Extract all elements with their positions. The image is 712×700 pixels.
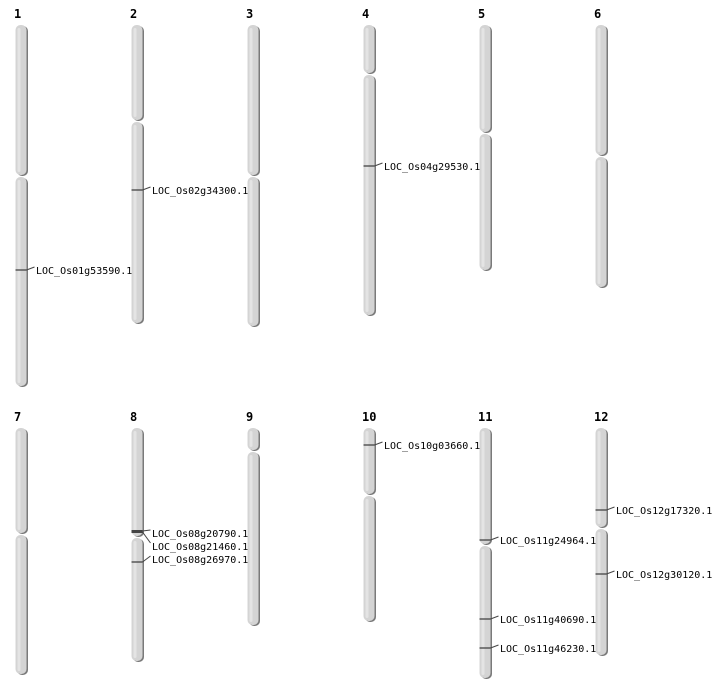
gene-label: LOC_Os11g46230.1 bbox=[500, 644, 596, 655]
chromosome-number: 3 bbox=[246, 7, 253, 21]
arm-highlight bbox=[17, 538, 21, 671]
arm-highlight bbox=[133, 541, 137, 658]
arm-highlight bbox=[365, 431, 369, 491]
gene-label: LOC_Os01g53590.1 bbox=[36, 266, 132, 277]
gene-label: LOC_Os08g26970.1 bbox=[152, 555, 248, 566]
arm-highlight bbox=[133, 431, 137, 533]
chromosome-6: 6 bbox=[594, 7, 608, 288]
chromosome-number: 11 bbox=[478, 410, 492, 424]
q-arm bbox=[363, 496, 375, 621]
chromosome-number: 4 bbox=[362, 7, 369, 21]
arm-highlight bbox=[249, 180, 253, 323]
chromosome-number: 8 bbox=[130, 410, 137, 424]
chromosome-number: 7 bbox=[14, 410, 21, 424]
p-arm bbox=[15, 25, 27, 175]
arm-highlight bbox=[249, 455, 253, 622]
gene-label: LOC_Os11g40690.1 bbox=[500, 615, 596, 626]
p-arm bbox=[247, 428, 259, 450]
chromosome-11: 11LOC_Os11g24964.1LOC_Os11g40690.1LOC_Os… bbox=[478, 410, 596, 679]
q-arm bbox=[363, 75, 375, 315]
q-arm bbox=[247, 452, 259, 625]
q-arm bbox=[15, 177, 27, 386]
arm-highlight bbox=[365, 28, 369, 70]
q-arm bbox=[247, 177, 259, 326]
p-arm bbox=[363, 25, 375, 73]
chromosome-number: 2 bbox=[130, 7, 137, 21]
gene-label: LOC_Os02g34300.1 bbox=[152, 186, 248, 197]
arm-highlight bbox=[133, 28, 137, 117]
chromosome-5: 5 bbox=[478, 7, 492, 271]
gene-leader-line bbox=[374, 162, 383, 167]
arm-highlight bbox=[481, 431, 485, 541]
q-arm bbox=[595, 529, 607, 655]
q-arm bbox=[595, 157, 607, 287]
arm-highlight bbox=[365, 499, 369, 618]
p-arm bbox=[363, 428, 375, 494]
gene-leader-line bbox=[142, 531, 151, 544]
arm-highlight bbox=[597, 160, 601, 284]
chromosome-number: 12 bbox=[594, 410, 608, 424]
arm-highlight bbox=[481, 549, 485, 675]
arm-highlight bbox=[597, 532, 601, 652]
arm-highlight bbox=[249, 431, 253, 447]
gene-label: LOC_Os10g03660.1 bbox=[384, 441, 480, 452]
gene-leader-line bbox=[26, 266, 35, 271]
gene-leader-line bbox=[374, 441, 383, 446]
arm-highlight bbox=[133, 125, 137, 320]
chromosome-number: 9 bbox=[246, 410, 253, 424]
arm-highlight bbox=[481, 28, 485, 129]
arm-highlight bbox=[17, 28, 21, 172]
chromosome-number: 10 bbox=[362, 410, 376, 424]
arm-highlight bbox=[17, 180, 21, 383]
gene-label: LOC_Os04g29530.1 bbox=[384, 162, 480, 173]
gene-leader-line bbox=[490, 536, 499, 541]
gene-leader-line bbox=[490, 615, 499, 620]
gene-leader-line bbox=[142, 186, 151, 191]
arm-highlight bbox=[481, 137, 485, 267]
p-arm bbox=[595, 25, 607, 155]
chromosome-number: 6 bbox=[594, 7, 601, 21]
arm-highlight bbox=[597, 28, 601, 152]
q-arm bbox=[479, 546, 491, 678]
gene-leader-line bbox=[490, 644, 499, 649]
chromosome-number: 5 bbox=[478, 7, 485, 21]
q-arm bbox=[15, 535, 27, 674]
arm-highlight bbox=[597, 431, 601, 524]
q-arm bbox=[131, 538, 143, 661]
gene-label: LOC_Os11g24964.1 bbox=[500, 536, 596, 547]
p-arm bbox=[131, 25, 143, 120]
gene-label: LOC_Os08g21460.1 bbox=[152, 542, 248, 553]
chromosome-8: 8LOC_Os08g20790.1LOC_Os08g21460.1LOC_Os0… bbox=[130, 410, 248, 662]
chromosome-9: 9 bbox=[246, 410, 260, 626]
q-arm bbox=[131, 122, 143, 323]
p-arm bbox=[15, 428, 27, 533]
gene-leader-line bbox=[606, 506, 615, 511]
chromosome-3: 3 bbox=[246, 7, 260, 327]
gene-label: LOC_Os12g17320.1 bbox=[616, 506, 712, 517]
q-arm bbox=[479, 134, 491, 270]
gene-label: LOC_Os12g30120.1 bbox=[616, 570, 712, 581]
gene-leader-line bbox=[142, 529, 151, 532]
p-arm bbox=[479, 428, 491, 544]
p-arm bbox=[595, 428, 607, 527]
chromosome-7: 7 bbox=[14, 410, 28, 675]
gene-label: LOC_Os08g20790.1 bbox=[152, 529, 248, 540]
chromosome-number: 1 bbox=[14, 7, 21, 21]
gene-leader-line bbox=[142, 555, 151, 563]
p-arm bbox=[247, 25, 259, 175]
arm-highlight bbox=[365, 78, 369, 312]
gene-leader-line bbox=[606, 570, 615, 575]
arm-highlight bbox=[249, 28, 253, 172]
p-arm bbox=[479, 25, 491, 132]
arm-highlight bbox=[17, 431, 21, 530]
p-arm bbox=[131, 428, 143, 536]
